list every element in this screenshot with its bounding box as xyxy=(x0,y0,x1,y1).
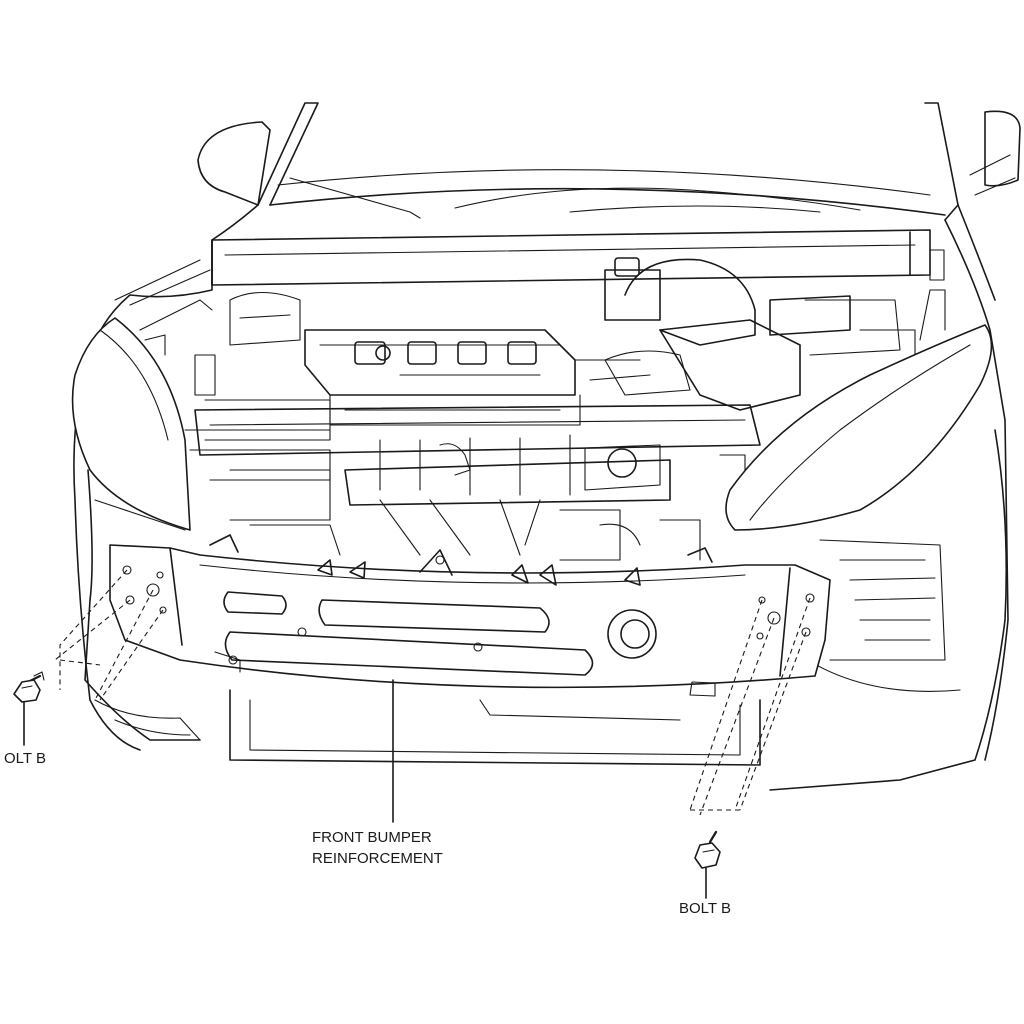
front-bumper-label-line1: FRONT BUMPER xyxy=(312,829,432,846)
left-headlamp xyxy=(71,299,213,531)
left-bolt-icon xyxy=(13,671,45,746)
right-bolt-dashed-lines xyxy=(689,597,811,816)
left-bolt-dashed-lines xyxy=(54,569,164,701)
air-intake xyxy=(574,257,916,411)
radiator-support xyxy=(194,404,761,561)
right-bolt-icon xyxy=(694,830,721,899)
right-headlamp xyxy=(725,249,993,531)
bumper-reinforcement xyxy=(109,534,831,697)
upper-rail xyxy=(211,229,931,286)
engine-block xyxy=(184,292,581,481)
left-mirror xyxy=(197,121,271,206)
lower-body xyxy=(84,429,1008,791)
bolt-b-label-left: OLT B xyxy=(4,750,46,767)
front-bumper-label-line2: REINFORCEMENT xyxy=(312,850,443,867)
windshield-frame xyxy=(257,102,959,221)
bolt-b-label-right: BOLT B xyxy=(679,900,731,917)
right-mirror xyxy=(969,110,1021,196)
